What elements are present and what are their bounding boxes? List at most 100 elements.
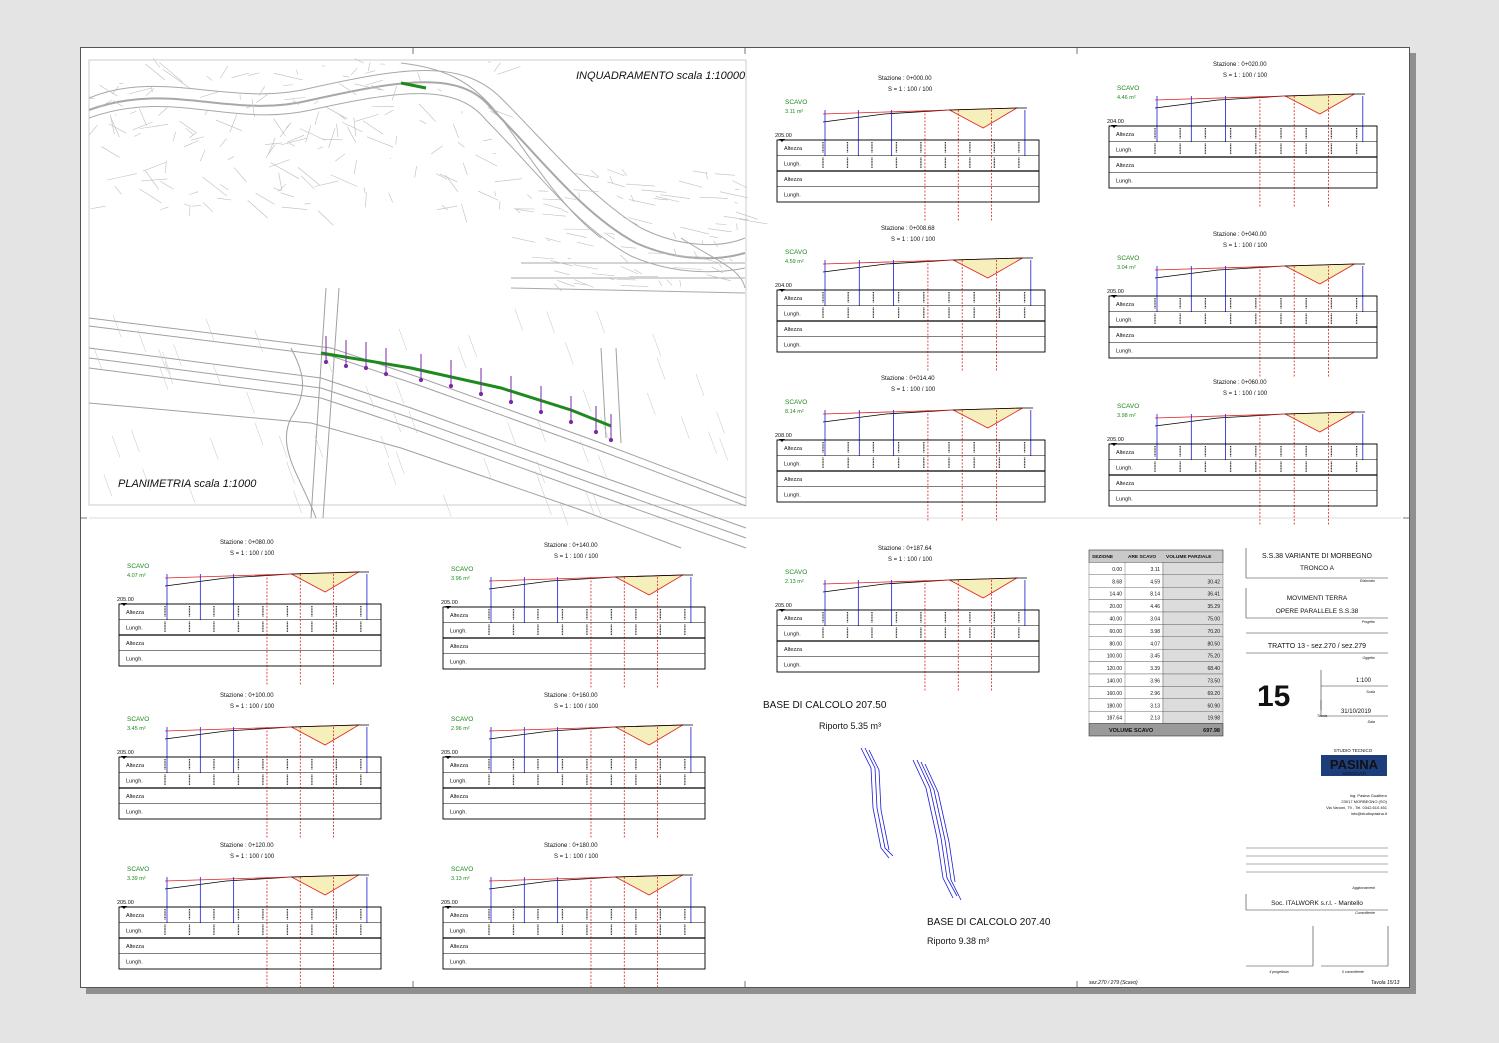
section-marker-dot [343, 363, 349, 369]
volume-cell: 36.41 [1207, 592, 1220, 598]
station-label: Stazione : 0+100.00 [220, 693, 274, 699]
scavo-label: SCAVO [785, 399, 807, 406]
studio-name: PASINA [1330, 757, 1379, 772]
cross-section-s008: Stazione : 0+008.68S = 1 : 100 / 100SCAV… [775, 226, 1046, 372]
design-line [1154, 413, 1286, 419]
row-label: Altezza [1116, 481, 1135, 487]
volume-cell: 60.00 [1109, 629, 1122, 635]
row-label: Altezza [126, 913, 145, 919]
volume-cell: 20.00 [1109, 604, 1122, 610]
map-texture [88, 58, 768, 292]
volume-cell: 30.42 [1207, 579, 1220, 585]
ground-line [822, 407, 1033, 423]
section-marker-dot [568, 419, 574, 425]
station-label: Stazione : 0+008.68 [881, 226, 935, 232]
volume-header: VOLUME PARZIALE [1166, 554, 1212, 560]
company-name: Soc. ITALWORK s.r.l. - Mantello [1271, 900, 1363, 907]
station-label: Stazione : 0+180.00 [544, 843, 598, 849]
scale-label: S = 1 : 100 / 100 [230, 704, 275, 710]
design-line [822, 409, 954, 415]
scale-label: S = 1 : 100 / 100 [554, 854, 599, 860]
row-label: Lungh. [1116, 348, 1133, 354]
row-label: Altezza [784, 446, 803, 452]
volume-cell: 3.96 [1150, 679, 1160, 685]
alignment-path [320, 351, 612, 428]
title-line2: TRONCO A [1300, 565, 1335, 572]
scale-label: S = 1 : 100 / 100 [888, 557, 933, 563]
cross-section-s187: Stazione : 0+187.64 S = 1 : 100 / 100SCAV… [775, 546, 1040, 692]
studio-logo [1321, 755, 1387, 776]
design-line [1154, 265, 1286, 271]
row-label: Altezza [1116, 163, 1135, 169]
sections-layer: Stazione : 0+000.00S = 1 : 100 / 100SCAV… [117, 62, 1378, 987]
volume-header: ARE SCAVO [1128, 554, 1156, 560]
date-value: 31/10/2019 [1341, 709, 1372, 715]
ground-line [164, 571, 369, 587]
station-label: Stazione : 0+000.00 [878, 76, 932, 82]
title-label: Elaborato [1360, 579, 1375, 583]
footer-path: sez.270 / 279 (Scavo) [1089, 980, 1138, 986]
footer-ref: Tavola 15/13 [1371, 980, 1400, 986]
cross-section-s160: Stazione : 0+160.00S = 1 : 100 / 100SCAV… [441, 693, 706, 839]
calc-riporto-2: Riporto 9.38 m³ [927, 936, 989, 946]
cross-section-s080: Stazione : 0+080.00S = 1 : 100 / 100SCAV… [117, 540, 382, 686]
scale-label: S = 1 : 100 / 100 [1223, 243, 1268, 249]
row-label: Altezza [450, 944, 469, 950]
sheet-number: 15 [1257, 680, 1290, 713]
scale-label: S = 1 : 100 / 100 [1223, 391, 1268, 397]
title-label: Committente [1355, 911, 1375, 915]
datum-label: 204.00 [775, 283, 792, 289]
volume-cell: 80.00 [1109, 641, 1122, 647]
title-label: Il progettista [1269, 970, 1288, 974]
design-line [164, 573, 292, 579]
datum-label: 204.00 [1107, 119, 1124, 125]
planimetria-texture [93, 308, 728, 526]
row-label: Altezza [784, 647, 803, 653]
volume-header: SEZIONE [1092, 554, 1114, 560]
datum-label: 205.00 [775, 603, 792, 609]
volume-cell: 75.20 [1207, 654, 1220, 660]
scavo-area: 8.14 m² [785, 409, 804, 415]
title-label: Oggetto [1363, 656, 1376, 660]
scavo-area: 3.11 m² [785, 109, 803, 115]
section-markers [323, 336, 614, 443]
row-label: Altezza [1116, 333, 1135, 339]
design-line [1154, 95, 1286, 101]
row-label: Lungh. [126, 656, 143, 662]
scavo-area: 4.46 m² [1117, 95, 1136, 101]
scavo-label: SCAVO [1117, 85, 1139, 92]
scavo-area: 3.04 m² [1117, 265, 1136, 271]
scavo-label: SCAVO [785, 99, 807, 106]
volume-cell: 2.13 [1150, 716, 1160, 722]
station-label: Stazione : 0+040.00 [1213, 232, 1267, 238]
cross-section-s120: Stazione : 0+120.00S = 1 : 100 / 100SCAV… [117, 843, 382, 987]
scavo-area: 4.07 m² [127, 573, 146, 579]
row-label: Altezza [126, 944, 145, 950]
scavo-label: SCAVO [451, 866, 473, 873]
scavo-area: 3.45 m² [127, 726, 146, 732]
title-label: Scala [1366, 690, 1375, 694]
row-label: Lungh. [784, 631, 801, 637]
scavo-area: 4.59 m² [785, 259, 804, 265]
volume-cell: 2.96 [1150, 691, 1160, 697]
planimetria-map [88, 287, 747, 549]
station-label: Stazione : 0+187.64 [878, 546, 932, 552]
design-line [164, 876, 292, 882]
studio-addr: 23017 MORBEGNO (SO) [1341, 799, 1387, 804]
row-label: Altezza [450, 763, 469, 769]
volume-cell: 4.46 [1150, 604, 1160, 610]
volume-cell: 0.00 [1112, 567, 1122, 573]
row-label: Lungh. [1116, 147, 1133, 153]
scavo-label: SCAVO [785, 569, 807, 576]
row-label: Altezza [450, 613, 469, 619]
tables-layer: BASE DI CALCOLO 207.50 Riporto 5.35 m³ B… [763, 548, 1400, 986]
volume-cell: 60.90 [1207, 703, 1220, 709]
row-label: Lungh. [784, 192, 801, 198]
row-label: Lungh. [1116, 317, 1133, 323]
section-marker-dot [593, 429, 599, 435]
calc-sketch [860, 747, 962, 901]
volume-cell: 14.40 [1109, 592, 1122, 598]
row-label: Lungh. [784, 662, 801, 668]
